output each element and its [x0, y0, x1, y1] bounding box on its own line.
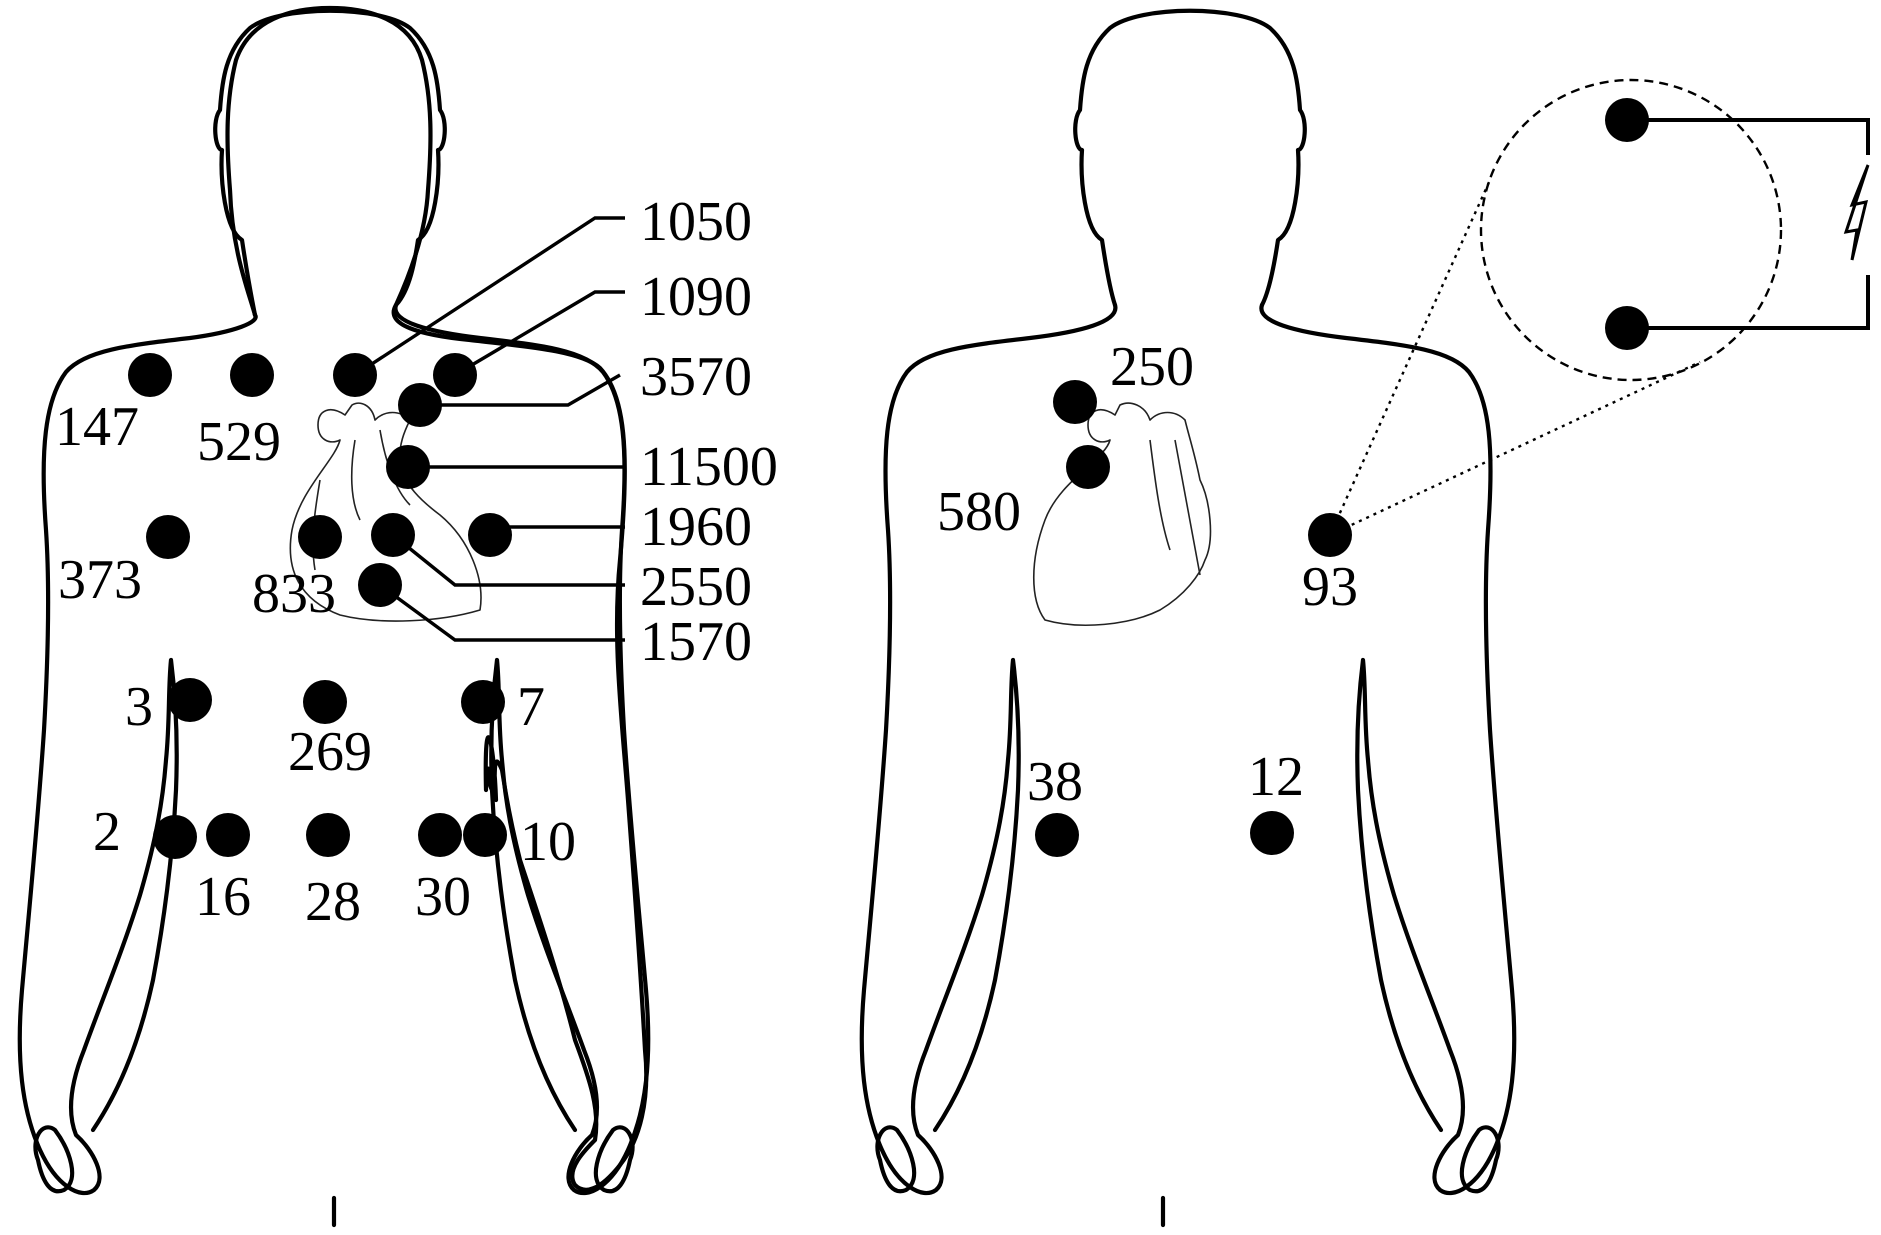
electrode-label-28: 28: [305, 871, 361, 933]
electrode-label-11500: 11500: [640, 436, 778, 498]
electrode-dot-7: [461, 680, 505, 724]
electrode-label-3570: 3570: [640, 346, 752, 408]
inset-circle: [1479, 78, 1783, 382]
electrode-dot-2: [153, 815, 197, 859]
electrode-dot-147: [128, 353, 172, 397]
back-body-outline: [859, 8, 1517, 1228]
electrode-dot-30: [418, 813, 462, 857]
electrode-label-38: 38: [1027, 751, 1083, 813]
electrode-label-529: 529: [197, 411, 281, 473]
electrode-dot-1050: [333, 353, 377, 397]
inset-callout-line: [1329, 360, 1701, 537]
electrode-dot-1090: [433, 353, 477, 397]
electrode-label-833: 833: [252, 563, 336, 625]
electrode-dot-1570: [358, 563, 402, 607]
electrode-dot-250: [1053, 380, 1097, 424]
inset-callout-line: [1328, 179, 1492, 536]
inset-electrode: [1605, 98, 1649, 142]
electrode-label-30: 30: [415, 866, 471, 928]
electrode-label-580: 580: [937, 481, 1021, 543]
lightning-bolt-icon: [1843, 164, 1870, 261]
electrode-dot-1960: [468, 513, 512, 557]
electrode-dot-28: [306, 813, 350, 857]
electrode-dot-93: [1308, 513, 1352, 557]
electrode-dot-16: [206, 813, 250, 857]
electrode-dots: [128, 353, 1352, 859]
electrode-label-16: 16: [195, 866, 251, 928]
electrode-label-373: 373: [58, 549, 142, 611]
electrode-dot-580: [1066, 445, 1110, 489]
electrode-label-7: 7: [517, 676, 545, 738]
electrode-label-1090: 1090: [640, 266, 752, 328]
electrode-label-3: 3: [125, 676, 153, 738]
electrode-label-1050: 1050: [640, 191, 752, 253]
inset-wire-top: [1627, 118, 1870, 155]
electrode-dot-3: [168, 678, 212, 722]
electrode-label-10: 10: [520, 811, 576, 873]
electrode-dot-10: [463, 813, 507, 857]
electrode-dot-833: [298, 515, 342, 559]
electrode-dot-2550: [371, 513, 415, 557]
electrode-label-250: 250: [1110, 336, 1194, 398]
electrode-dot-529: [230, 353, 274, 397]
inset-electrode: [1605, 306, 1649, 350]
electrode-dot-3570: [398, 383, 442, 427]
electrode-dot-373: [146, 515, 190, 559]
electrode-dot-38: [1035, 813, 1079, 857]
electrode-label-2: 2: [93, 801, 121, 863]
inset-wire-bottom: [1627, 275, 1870, 330]
electrode-label-93: 93: [1302, 556, 1358, 618]
electrode-dot-11500: [386, 445, 430, 489]
electrode-label-147: 147: [55, 396, 139, 458]
front-leader-lines: [354, 216, 625, 642]
electrode-label-1570: 1570: [640, 611, 752, 673]
electrode-dot-12: [1250, 811, 1294, 855]
electrode-inset: [1328, 78, 1870, 537]
front-body-outline: [17, 5, 651, 1228]
electrode-dot-269: [303, 680, 347, 724]
electrode-label-2550: 2550: [640, 556, 752, 618]
electrode-label-12: 12: [1248, 746, 1304, 808]
electrode-label-1960: 1960: [640, 496, 752, 558]
electrode-label-269: 269: [288, 721, 372, 783]
back-heart-illustration: [1033, 402, 1212, 626]
